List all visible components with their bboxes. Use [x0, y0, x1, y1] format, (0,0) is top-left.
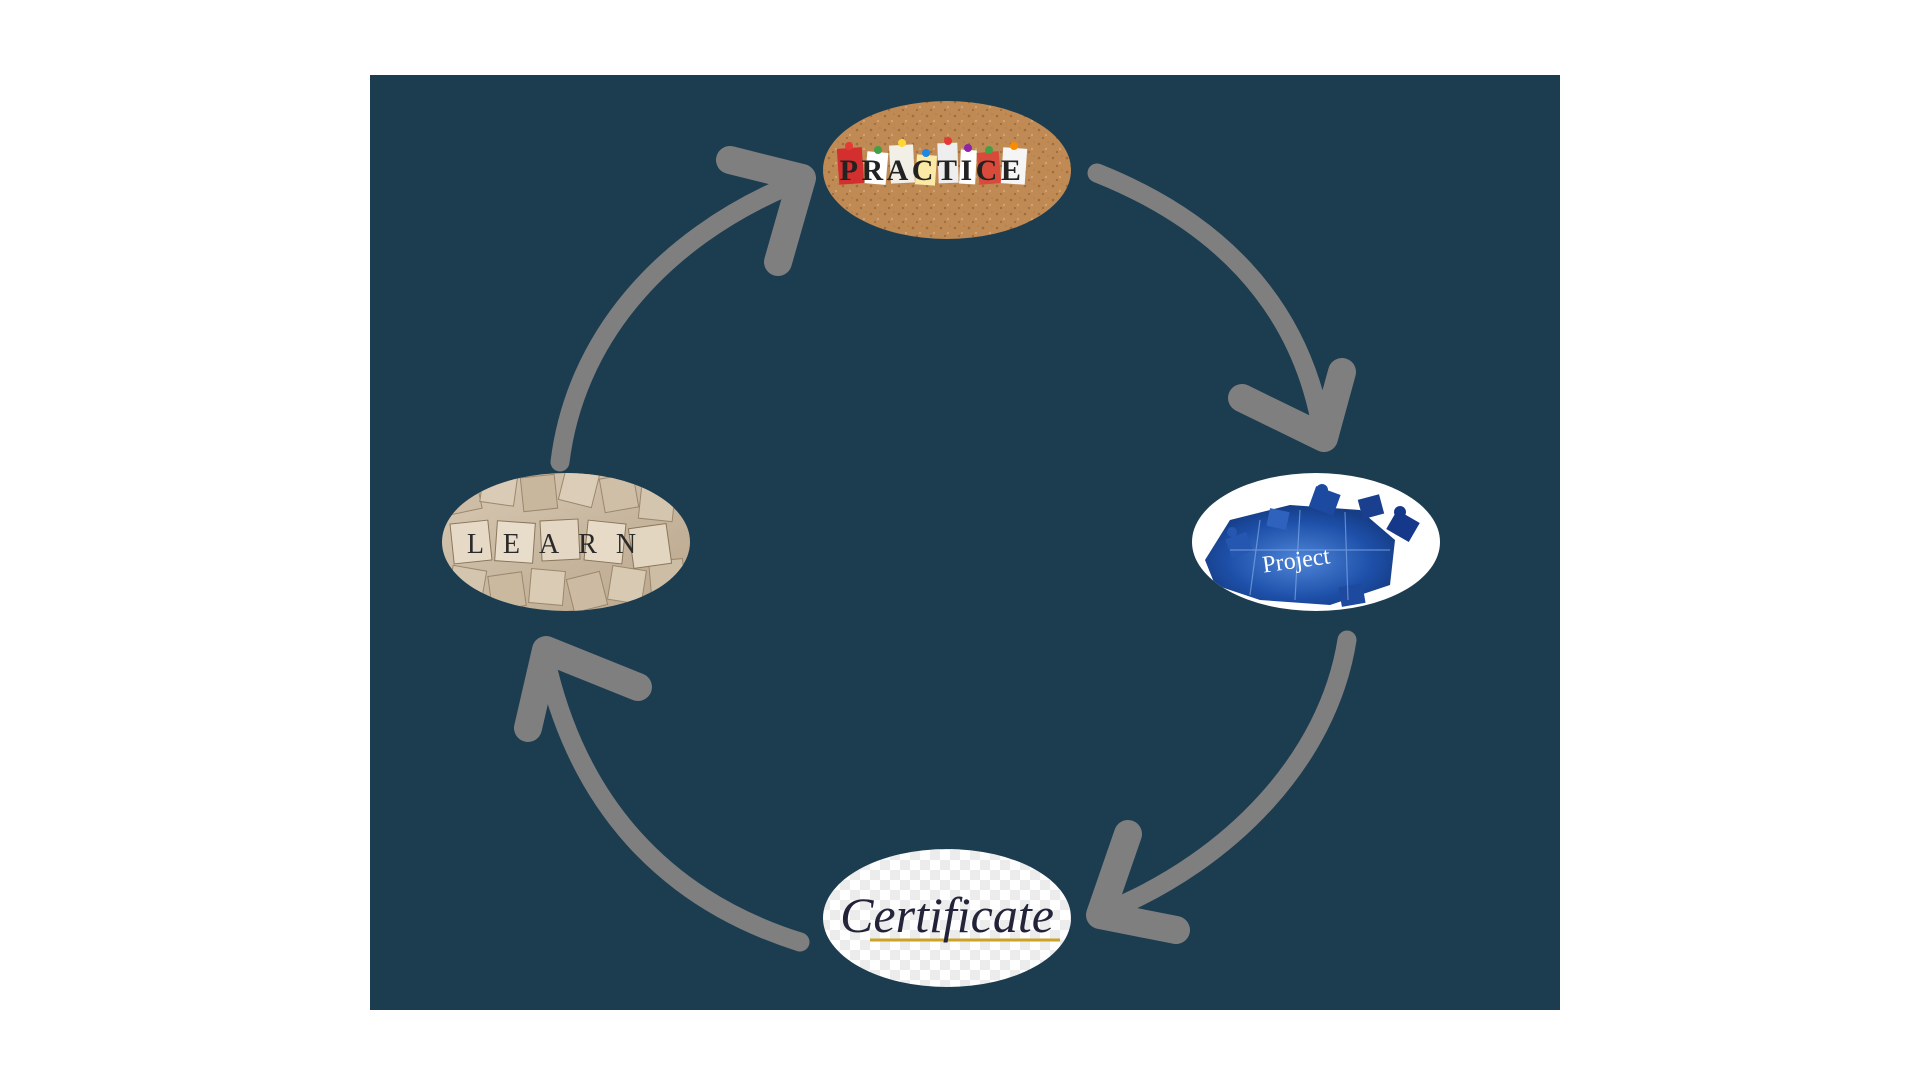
- practice-label: PRACTICE: [840, 154, 1025, 187]
- node-practice: PRACTICE: [823, 101, 1071, 239]
- certificate-label: Certificate: [840, 887, 1054, 943]
- arrow-project-to-certificate: [1086, 630, 1357, 944]
- arrow-learn-to-practice: [550, 146, 816, 472]
- node-project: Project: [1192, 473, 1440, 611]
- node-certificate: Certificate: [823, 849, 1071, 987]
- puzzle-pieces-icon: [1205, 484, 1420, 607]
- learn-label: LEARN: [467, 529, 655, 560]
- pinned-letters-icon: [836, 137, 1028, 186]
- arrow-practice-to-project: [1087, 163, 1356, 452]
- arrow-certificate-to-learn: [514, 636, 810, 952]
